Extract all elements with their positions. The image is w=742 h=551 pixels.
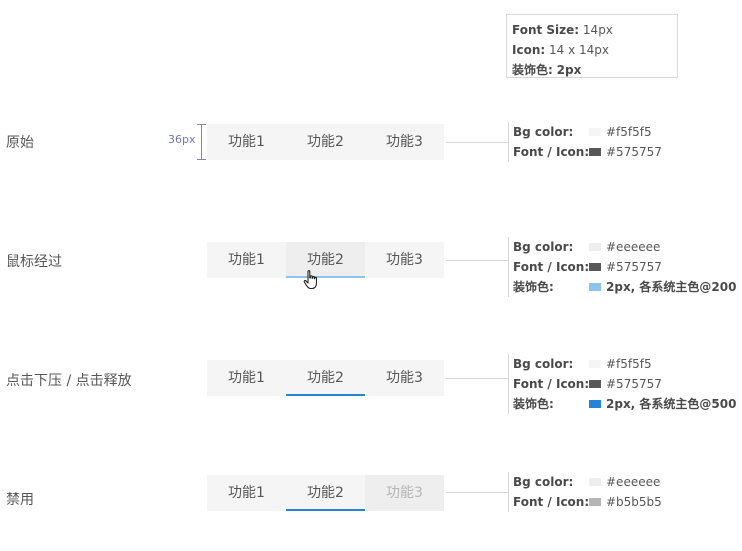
font-size-value: 14px (582, 23, 613, 37)
spec-key: Bg color: (513, 357, 574, 371)
accent-value: 2px (556, 63, 582, 77)
color-swatch (589, 400, 601, 408)
spec-hover: Bg color: #eeeeee Font / Icon: #575757 装… (508, 237, 736, 297)
spec-key: Font / Icon: (513, 377, 590, 391)
tab-2-selected[interactable]: 功能2 (286, 475, 365, 511)
hand-pointer-icon (303, 270, 318, 290)
spec-pressed: Bg color: #f5f5f5 Font / Icon: #575757 装… (508, 354, 736, 414)
spec-value: #b5b5b5 (606, 495, 662, 509)
icon-size-spec: Icon: 14 x 14px (512, 40, 677, 60)
spec-normal: Bg color: #f5f5f5 Font / Icon: #575757 (508, 122, 662, 162)
state-label-disabled: 禁用 (6, 492, 34, 508)
tab-1[interactable]: 功能1 (228, 370, 265, 386)
connector-line (446, 378, 508, 379)
height-dimension-cap-top (197, 124, 206, 125)
color-swatch (589, 498, 601, 506)
spec-value: #575757 (606, 260, 662, 274)
hover-indicator (286, 276, 365, 278)
spec-disabled: Bg color: #eeeeee Font / Icon: #b5b5b5 (508, 472, 662, 512)
connector-line (446, 260, 508, 261)
connector-line (446, 492, 508, 493)
icon-size-value: 14 x 14px (549, 43, 609, 57)
tab-bar-pressed: 功能1 功能2 功能3 (207, 360, 444, 396)
top-spec-box: Font Size: 14px Icon: 14 x 14px 装饰色: 2px (506, 14, 678, 78)
spec-value: #575757 (606, 377, 662, 391)
color-swatch (589, 380, 601, 388)
spec-value: #575757 (606, 145, 662, 159)
tab-3[interactable]: 功能3 (386, 370, 423, 386)
tab-label: 功能2 (307, 485, 344, 501)
active-indicator (286, 394, 365, 396)
color-swatch (589, 128, 601, 136)
spec-key: Font / Icon: (513, 145, 590, 159)
tab-1[interactable]: 功能1 (228, 252, 265, 268)
icon-size-key: Icon: (512, 43, 546, 57)
active-indicator (286, 509, 365, 511)
spec-value: #f5f5f5 (606, 357, 652, 371)
spec-value: 2px, 各系统主色@200 (606, 280, 737, 294)
tab-2-selected[interactable]: 功能2 (286, 360, 365, 396)
state-label-hover: 鼠标经过 (6, 254, 62, 270)
font-size-key: Font Size: (512, 23, 580, 37)
tab-2-hovered[interactable]: 功能2 (286, 242, 365, 278)
tab-1[interactable]: 功能1 (228, 485, 265, 501)
spec-value: #eeeeee (606, 240, 661, 254)
tab-bar-hover: 功能1 功能2 功能3 (207, 242, 444, 278)
spec-value: 2px, 各系统主色@500 (606, 397, 737, 411)
accent-key: 装饰色: (512, 63, 553, 77)
state-label-pressed: 点击下压 / 点击释放 (6, 373, 132, 389)
spec-value: #eeeeee (606, 475, 661, 489)
tab-bar-normal: 功能1 功能2 功能3 (207, 124, 444, 160)
tab-label: 功能2 (307, 252, 344, 268)
color-swatch (589, 263, 601, 271)
color-swatch (589, 360, 601, 368)
color-swatch (589, 243, 601, 251)
color-swatch (589, 283, 601, 291)
spec-key: Bg color: (513, 125, 574, 139)
height-dimension-line (201, 124, 202, 160)
tab-2[interactable]: 功能2 (307, 134, 344, 150)
font-size-spec: Font Size: 14px (512, 20, 677, 40)
height-dimension-label: 36px (168, 133, 196, 146)
accent-spec: 装饰色: 2px (512, 60, 677, 80)
connector-line (446, 142, 508, 143)
tab-1[interactable]: 功能1 (228, 134, 265, 150)
tab-label: 功能2 (307, 370, 344, 386)
spec-key: Font / Icon: (513, 495, 590, 509)
tab-bar-disabled: 功能1 功能2 功能3 (207, 475, 444, 511)
spec-key: Font / Icon: (513, 260, 590, 274)
color-swatch (589, 478, 601, 486)
spec-key: Bg color: (513, 475, 574, 489)
spec-key: 装饰色: (513, 397, 554, 411)
color-swatch (589, 148, 601, 156)
spec-key: 装饰色: (513, 280, 554, 294)
tab-3[interactable]: 功能3 (386, 134, 423, 150)
spec-value: #f5f5f5 (606, 125, 652, 139)
state-label-normal: 原始 (6, 135, 34, 151)
spec-key: Bg color: (513, 240, 574, 254)
tab-3[interactable]: 功能3 (386, 252, 423, 268)
tab-3-disabled: 功能3 (365, 475, 444, 511)
height-dimension-cap-bottom (197, 159, 206, 160)
